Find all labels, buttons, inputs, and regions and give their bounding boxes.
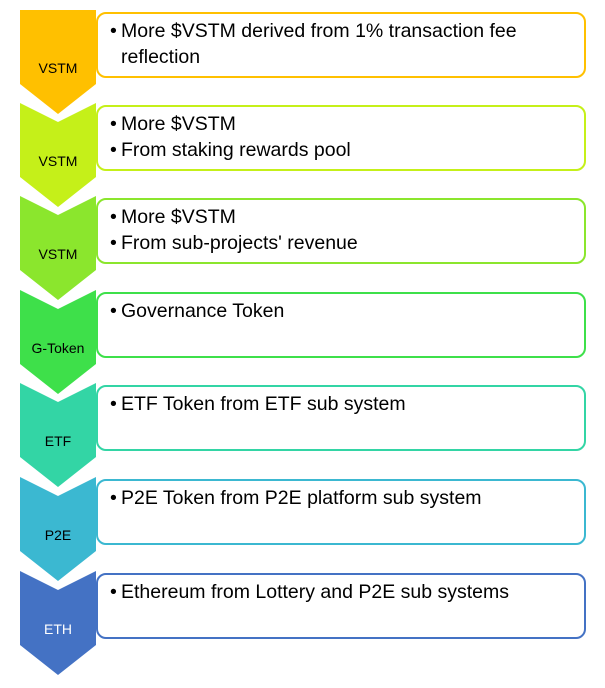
chevron-label: G-Token (31, 340, 85, 356)
chevron-label: VSTM (38, 246, 78, 262)
bullet-text: ETF Token from ETF sub system (110, 391, 574, 417)
bullet-text: More $VSTM (110, 111, 574, 137)
bullet-text: From staking rewards pool (110, 137, 574, 163)
bullet-text: Governance Token (110, 298, 574, 324)
chevron-label: ETF (44, 433, 72, 449)
bullet-text: Ethereum from Lottery and P2E sub system… (110, 579, 574, 605)
chevron-label: VSTM (38, 60, 78, 76)
chevron-arrow: VSTM (20, 196, 96, 300)
description-box: More $VSTMFrom staking rewards pool (96, 105, 586, 171)
chevron-label: ETH (44, 621, 72, 637)
description-box: More $VSTM derived from 1% transaction f… (96, 12, 586, 78)
description-box: Governance Token (96, 292, 586, 358)
description-box: More $VSTMFrom sub-projects' revenue (96, 198, 586, 264)
chevron-label: VSTM (38, 153, 78, 169)
bullet-text: P2E Token from P2E platform sub system (110, 485, 574, 511)
description-box: P2E Token from P2E platform sub system (96, 479, 586, 545)
chevron-label: P2E (44, 527, 72, 543)
description-box: Ethereum from Lottery and P2E sub system… (96, 573, 586, 639)
diagram-row: VSTM More $VSTM derived from 1% transacti… (0, 10, 605, 114)
diagram-row: G-Token Governance Token (0, 290, 605, 394)
chevron-arrow: G-Token (20, 290, 96, 394)
description-box: ETF Token from ETF sub system (96, 385, 586, 451)
chevron-arrow: VSTM (20, 103, 96, 207)
chevron-arrow: ETF (20, 383, 96, 487)
diagram-row: P2E P2E Token from P2E platform sub syste… (0, 477, 605, 581)
diagram-row: VSTM More $VSTMFrom sub-projects' revenue (0, 196, 605, 300)
bullet-text: More $VSTM (110, 204, 574, 230)
diagram-row: VSTM More $VSTMFrom staking rewards pool (0, 103, 605, 207)
bullet-text: From sub-projects' revenue (110, 230, 574, 256)
diagram-row: ETH Ethereum from Lottery and P2E sub sys… (0, 571, 605, 675)
diagram-row: ETF ETF Token from ETF sub system (0, 383, 605, 487)
chevron-arrow: ETH (20, 571, 96, 675)
chevron-arrow: VSTM (20, 10, 96, 114)
chevron-arrow: P2E (20, 477, 96, 581)
bullet-text: More $VSTM derived from 1% transaction f… (110, 18, 574, 70)
